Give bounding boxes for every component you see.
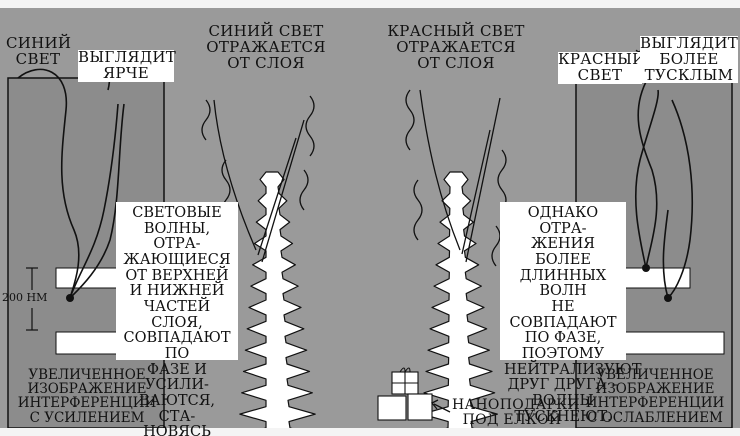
- scale-bracket: [26, 267, 38, 331]
- right-scale-structure: [419, 171, 501, 436]
- left-scale-structure: [237, 171, 319, 436]
- right-reflection-point-top: [642, 264, 650, 272]
- right-magnified-panel: [575, 77, 733, 429]
- label-red-reflected: Красный свет отражается от слоя: [387, 22, 525, 72]
- scale-structure-outline: [419, 171, 501, 436]
- left-reflection-point: [66, 294, 74, 302]
- caption-left: Увеличенное изображение интерференции с …: [17, 367, 157, 426]
- explanation-left: Световые волны, отра- жающиеся от верхне…: [116, 202, 238, 436]
- top-white-strip: [0, 0, 740, 8]
- scale-structure-outline: [237, 171, 319, 436]
- label-blue-reflected: Синий свет отражается от слоя: [206, 22, 326, 72]
- right-light-rays: [405, 89, 507, 267]
- label-looks-dimmer: Выглядит более тусклым: [640, 34, 739, 84]
- gift-boxes-icon: [377, 367, 433, 421]
- label-nanogifts: Наноподарки под елкой: [452, 397, 580, 428]
- label-looks-brighter: Выглядит ярче: [78, 48, 177, 82]
- right-panel-waves: [634, 77, 694, 299]
- explanation-right: Однако отра- жения более длинных волн не…: [500, 202, 642, 424]
- label-red-light: Красный свет: [558, 50, 646, 84]
- gift-pointer-arrow: [430, 399, 451, 413]
- left-light-rays: [201, 95, 315, 263]
- bottom-white-strip: [0, 428, 740, 436]
- caption-right: Увеличенное изображение интерференции с …: [585, 367, 725, 426]
- left-panel-waves: [17, 66, 125, 299]
- scale-label: 200 нм: [2, 291, 48, 304]
- right-reflection-point-bottom: [664, 294, 672, 302]
- label-blue-light: Синий свет: [6, 34, 72, 68]
